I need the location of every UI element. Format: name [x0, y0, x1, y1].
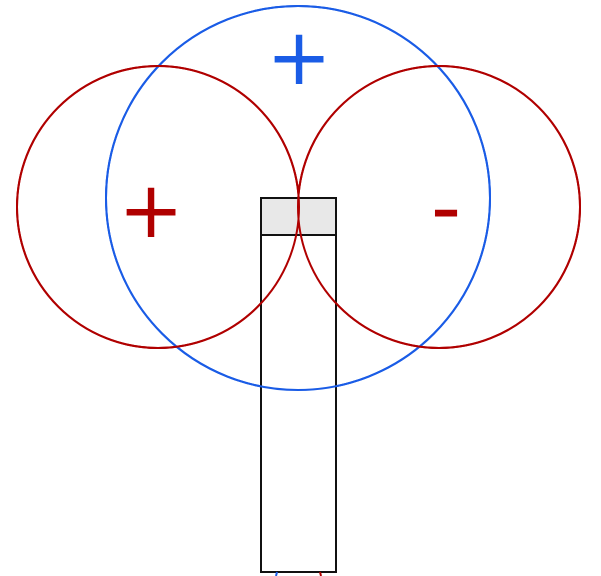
red-right-lobe-circle-overlay [297, 65, 581, 349]
blue-bottom-tick [275, 571, 278, 576]
red-bottom-tick [319, 571, 322, 576]
blue-top-plus-sign: + [266, 13, 331, 103]
blue-lobe-circle-overlay [105, 5, 491, 391]
red-right-minus-sign: - [431, 158, 461, 256]
rod-body [260, 197, 337, 573]
red-left-plus-sign: + [118, 166, 183, 256]
